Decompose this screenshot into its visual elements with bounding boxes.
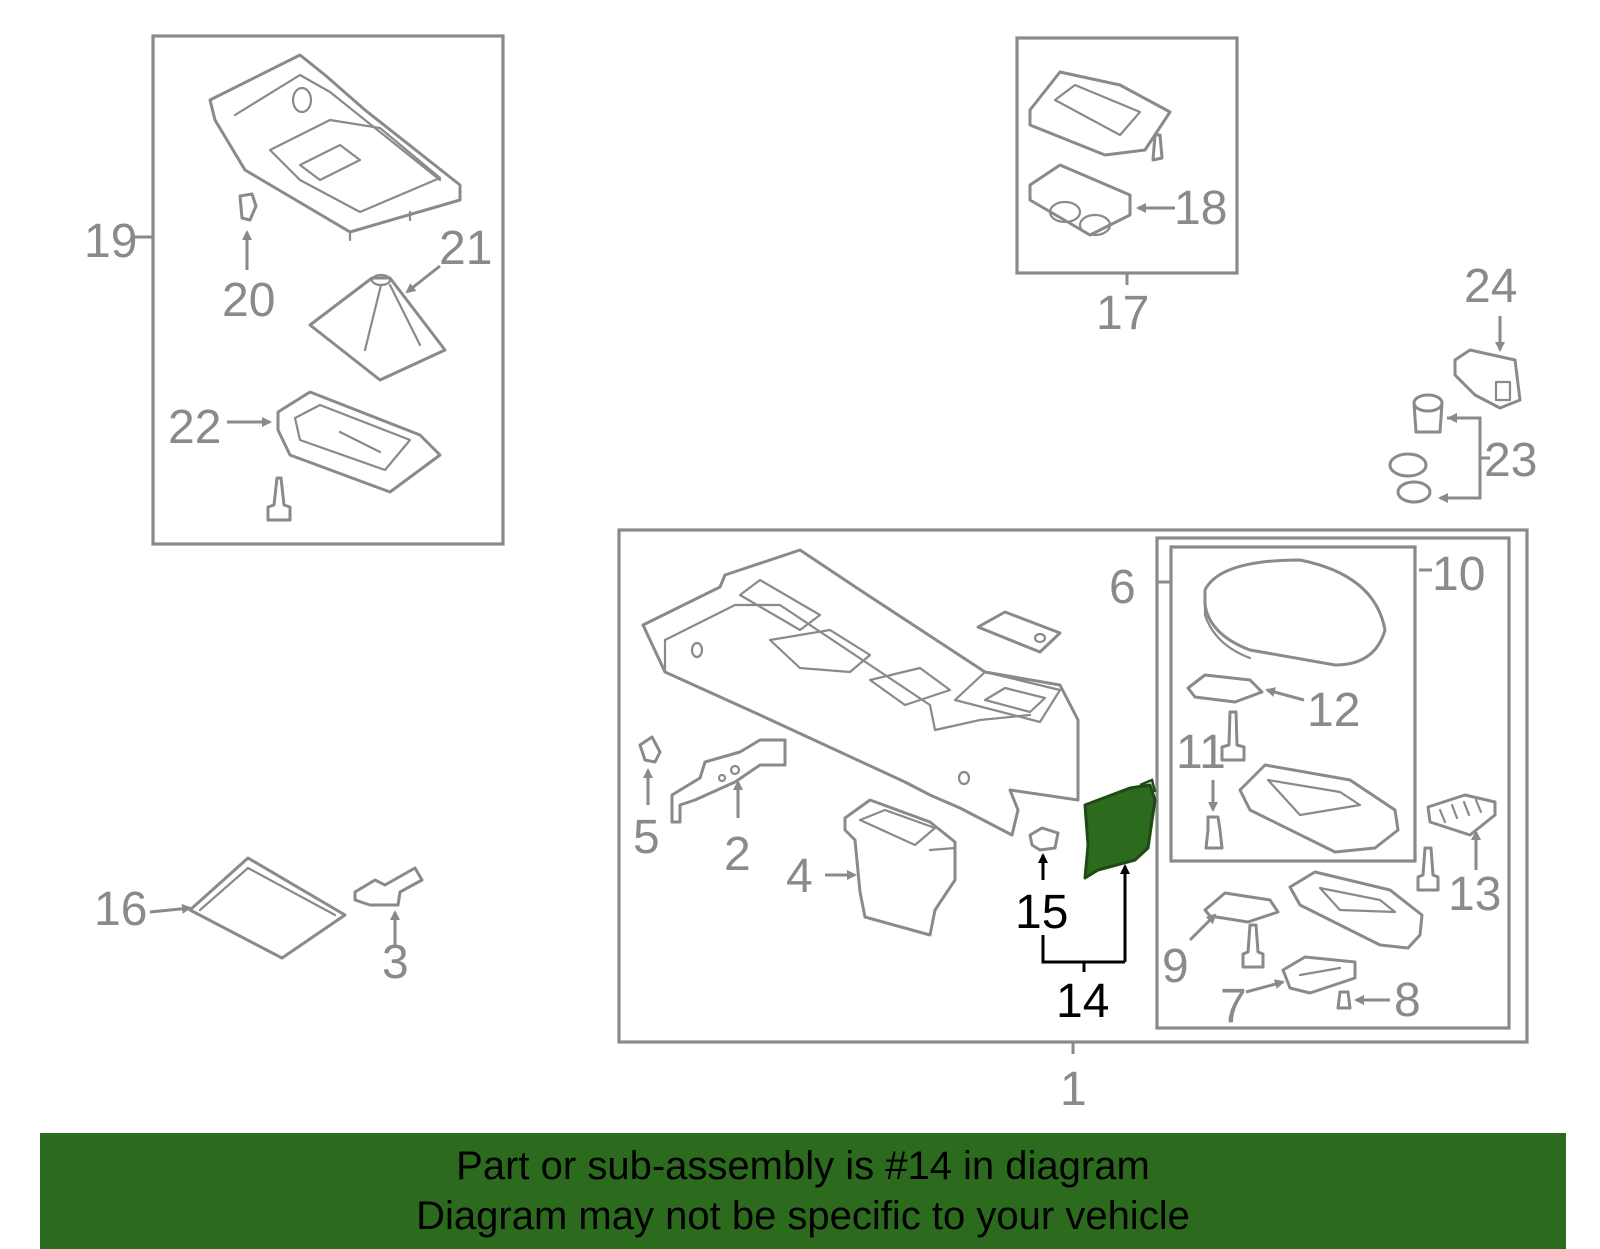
clip-part-15: [1028, 826, 1060, 852]
vent-part-13: [1426, 793, 1497, 837]
box-1: [617, 528, 1529, 1044]
label-16: 16: [94, 883, 147, 936]
armrest-base: [1238, 763, 1400, 854]
box-19: [151, 34, 505, 546]
group-box-17: [1015, 36, 1239, 285]
label-14: 14: [1056, 975, 1109, 1028]
screw-icon: [1416, 846, 1440, 892]
bracket-part-7: [1281, 955, 1357, 995]
clip-part-5: [638, 735, 662, 764]
latch-part-9: [1203, 891, 1280, 924]
label-11: 11: [1176, 726, 1226, 779]
bolt-part-11: [1204, 815, 1224, 850]
mat-part-16: [188, 856, 347, 960]
label-24: 24: [1464, 260, 1517, 313]
shift-boot-part-21: [308, 273, 447, 382]
label-2: 2: [724, 828, 751, 881]
hinge-bracket: [1288, 870, 1424, 950]
tray-part-22: [276, 390, 442, 494]
label-6: 6: [1109, 561, 1136, 614]
label-18: 18: [1174, 182, 1227, 235]
label-23: 23: [1484, 434, 1537, 487]
label-17: 17: [1096, 287, 1149, 340]
switch-part-24: [1453, 348, 1522, 410]
screw-icon: [1220, 710, 1246, 762]
bracket-part-2: [670, 738, 787, 824]
label-7: 7: [1220, 980, 1247, 1033]
label-5: 5: [633, 811, 660, 864]
group-box-19: [134, 34, 505, 546]
label-12: 12: [1307, 684, 1360, 737]
cup-holder-bezel: [1028, 70, 1172, 162]
label-20: 20: [222, 274, 275, 327]
screw-icon: [266, 476, 292, 522]
storage-bin-part-4: [843, 798, 957, 937]
bracket-part-3: [353, 866, 424, 907]
label-21: 21: [439, 222, 492, 275]
label-13: 13: [1448, 868, 1501, 921]
label-19: 19: [84, 215, 137, 268]
socket-part-23b: [1388, 452, 1432, 504]
fastener-part-8: [1336, 990, 1352, 1010]
label-9: 9: [1162, 940, 1189, 993]
label-4: 4: [786, 850, 813, 903]
label-3: 3: [382, 936, 409, 989]
center-console: [641, 548, 1080, 837]
console-trim-part-19: [208, 53, 462, 242]
banner-line-2: Diagram may not be specific to your vehi…: [416, 1194, 1190, 1238]
label-15: 15: [1015, 886, 1068, 939]
clip-part-20: [238, 192, 258, 222]
group-parts-23-24: [1388, 316, 1522, 504]
latch-part-12: [1186, 673, 1264, 704]
label-22: 22: [168, 401, 221, 454]
group-box-1: [617, 528, 1529, 1054]
box-6: [1169, 545, 1417, 863]
socket-part-23a: [1412, 393, 1444, 434]
box-17: [1015, 36, 1239, 275]
banner-line-1: Part or sub-assembly is #14 in diagram: [456, 1144, 1150, 1188]
highlighted-part-14: [1083, 778, 1157, 880]
armrest-lid: [1203, 558, 1387, 667]
label-1: 1: [1060, 1063, 1087, 1116]
part-notice-banner: Part or sub-assembly is #14 in diagram D…: [40, 1133, 1566, 1249]
screw-icon: [1241, 923, 1265, 969]
label-10: 10: [1432, 548, 1485, 601]
box-10: [1155, 536, 1511, 1030]
label-8: 8: [1394, 974, 1421, 1027]
cup-holder-part-18: [1028, 163, 1132, 237]
console-pad: [976, 610, 1062, 654]
